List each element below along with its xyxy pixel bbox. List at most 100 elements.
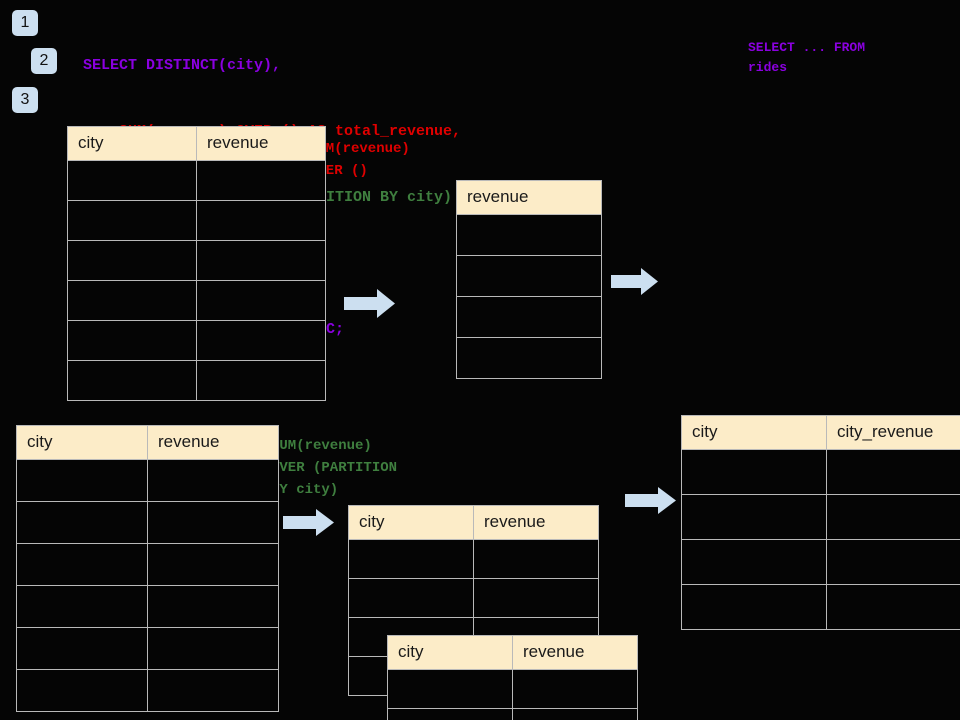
step-badge-3: 3: [12, 87, 38, 113]
cell-city: [681, 539, 827, 585]
column-header-city: city: [681, 415, 827, 450]
arrow-partition-to-final: [625, 487, 676, 514]
table-row: [348, 539, 599, 579]
table-header-row: revenue: [456, 180, 602, 215]
cell-city: [681, 449, 827, 495]
cell-city: [16, 627, 148, 670]
cell-revenue: [473, 539, 599, 579]
table-header-row: city revenue: [16, 425, 279, 460]
cell-city: [681, 584, 827, 630]
table-header-row: city revenue: [348, 505, 599, 540]
cell-revenue: [456, 214, 602, 256]
table-row: [16, 669, 279, 712]
table-row: [67, 200, 326, 241]
column-header-revenue: revenue: [512, 635, 638, 670]
cell-revenue: [147, 459, 279, 502]
table-row: [348, 578, 599, 618]
cell-revenue: [196, 200, 326, 241]
cell-revenue: [196, 280, 326, 321]
cell-revenue: [196, 320, 326, 361]
cell-revenue: [196, 240, 326, 281]
cell-city: [67, 200, 197, 241]
cell-revenue: [196, 360, 326, 401]
cell-city: [67, 240, 197, 281]
column-header-city: city: [16, 425, 148, 460]
step-badge-1: 1: [12, 10, 38, 36]
cell-city: [67, 320, 197, 361]
cell-revenue: [196, 160, 326, 201]
cell-city: [16, 669, 148, 712]
column-header-city: city: [348, 505, 474, 540]
cell-revenue: [147, 501, 279, 544]
cell-revenue: [147, 627, 279, 670]
arrow-total-to-final: [611, 268, 658, 295]
column-header-revenue: revenue: [147, 425, 279, 460]
cell-city: [16, 543, 148, 586]
arrow-source-to-total: [344, 289, 395, 318]
table-row: [67, 360, 326, 401]
cell-city: [16, 459, 148, 502]
table-row: [67, 320, 326, 361]
column-header-revenue: revenue: [456, 180, 602, 215]
table-row: [387, 708, 638, 720]
table-row: [456, 337, 602, 379]
table-body: [456, 214, 602, 379]
total-revenue-table: revenue: [456, 180, 602, 379]
cell-revenue: [147, 669, 279, 712]
table-row: [16, 543, 279, 586]
cell-revenue: [147, 585, 279, 628]
table-body: [16, 459, 279, 712]
cell-city: [67, 280, 197, 321]
cell-city: [681, 494, 827, 540]
cell-revenue: [512, 708, 638, 720]
cell-city-revenue: [826, 584, 960, 630]
cell-city: [387, 669, 513, 709]
table-row: [456, 214, 602, 256]
table-body: [681, 449, 960, 630]
table-body: [387, 669, 638, 720]
cell-city: [348, 578, 474, 618]
table-header-row: city city_revenue: [681, 415, 960, 450]
table-body: [67, 160, 326, 401]
rides-source-table: city revenue: [67, 126, 326, 401]
cell-city-revenue: [826, 494, 960, 540]
cell-city: [67, 160, 197, 201]
table-row: [456, 296, 602, 338]
table-row: [67, 240, 326, 281]
cell-city: [16, 501, 148, 544]
table-header-row: city revenue: [67, 126, 326, 161]
side-note-select-from-rides: SELECT ... FROM rides: [748, 40, 866, 75]
final-result-table: city city_revenue: [681, 415, 960, 630]
table-row: [681, 539, 960, 585]
sql-line-select: SELECT DISTINCT(city),: [83, 57, 282, 74]
cell-revenue: [473, 578, 599, 618]
column-header-revenue: revenue: [196, 126, 326, 161]
cell-city-revenue: [826, 539, 960, 585]
rides-source-table-2: city revenue: [16, 425, 279, 712]
table-row: [681, 584, 960, 630]
table-row: [16, 627, 279, 670]
table-row: [16, 501, 279, 544]
cell-revenue: [147, 543, 279, 586]
cell-revenue: [456, 337, 602, 379]
table-row: [387, 669, 638, 709]
cell-city: [67, 360, 197, 401]
cell-city: [387, 708, 513, 720]
column-header-city: city: [67, 126, 197, 161]
cell-city: [348, 539, 474, 579]
cell-revenue: [456, 255, 602, 297]
table-row: [67, 160, 326, 201]
cell-revenue: [512, 669, 638, 709]
table-row: [16, 459, 279, 502]
cell-revenue: [456, 296, 602, 338]
table-row: [67, 280, 326, 321]
column-header-city: city: [387, 635, 513, 670]
cell-city: [16, 585, 148, 628]
arrow-source-to-partition: [283, 509, 334, 536]
column-header-city-revenue: city_revenue: [826, 415, 960, 450]
partition-group-table-front: city revenue: [387, 635, 638, 720]
table-row: [456, 255, 602, 297]
column-header-revenue: revenue: [473, 505, 599, 540]
step-badge-2: 2: [31, 48, 57, 74]
